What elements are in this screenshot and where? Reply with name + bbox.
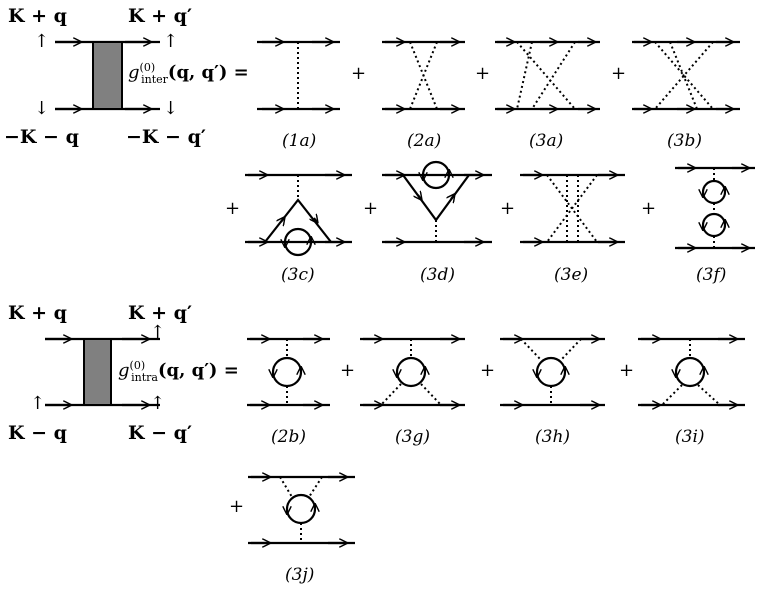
diagram-3j	[248, 477, 355, 543]
g-intra-equation: g(0)intra(q, q′) =	[118, 359, 239, 384]
diagram-3f	[675, 168, 755, 248]
label-k-plus-qprime: K + q′	[128, 302, 192, 324]
intra-vertex-box	[45, 339, 160, 405]
spin-up-arrow: ↑	[150, 322, 166, 343]
spin-up-arrow: ↑	[150, 393, 166, 414]
label-minus-k-minus-qprime: −K − q′	[126, 126, 206, 148]
diagram-3h	[500, 339, 605, 405]
inter-vertex-box	[55, 42, 160, 109]
label-k-minus-q: K − q	[8, 422, 67, 444]
caption-3e: (3e)	[554, 265, 589, 285]
caption-3b: (3b)	[667, 131, 702, 151]
plus-sign: +	[225, 198, 241, 219]
diagram-2b	[247, 339, 330, 405]
plus-sign: +	[619, 360, 635, 381]
plus-sign: +	[641, 198, 657, 219]
spin-up-arrow: ↑	[30, 393, 46, 414]
caption-3j: (3j)	[285, 565, 315, 585]
plus-sign: +	[475, 63, 491, 84]
label-k-minus-qprime: K − q′	[128, 422, 192, 444]
caption-2b: (2b)	[271, 427, 306, 447]
caption-3d: (3d)	[420, 265, 455, 285]
g-inter-equation: g(0)inter(q, q′) =	[128, 61, 249, 86]
diagram-3a	[495, 42, 600, 109]
spin-down-arrow: ↓	[34, 98, 50, 119]
diagram-2a	[382, 42, 465, 109]
plus-sign: +	[229, 496, 245, 517]
caption-1a: (1a)	[282, 131, 317, 151]
plus-sign: +	[340, 360, 356, 381]
caption-3g: (3g)	[395, 427, 430, 447]
diagram-3c	[245, 175, 352, 257]
label-minus-k-minus-q: −K − q	[4, 126, 79, 148]
caption-3c: (3c)	[281, 265, 315, 285]
caption-3i: (3i)	[675, 427, 705, 447]
diagram-3d	[382, 160, 492, 242]
label-k-plus-qprime: K + q′	[128, 5, 192, 27]
caption-2a: (2a)	[407, 131, 442, 151]
caption-3f: (3f)	[696, 265, 727, 285]
caption-3a: (3a)	[529, 131, 564, 151]
plus-sign: +	[351, 63, 367, 84]
diagram-3i	[638, 339, 745, 405]
diagram-3e	[520, 175, 625, 242]
label-k-plus-q: K + q	[8, 5, 67, 27]
diagram-3g	[360, 339, 465, 405]
diagram-1a	[257, 42, 340, 109]
caption-3h: (3h)	[535, 427, 571, 447]
plus-sign: +	[363, 198, 379, 219]
spin-up-arrow: ↑	[163, 31, 179, 52]
spin-down-arrow: ↓	[163, 98, 179, 119]
plus-sign: +	[611, 63, 627, 84]
diagram-3b	[632, 42, 740, 109]
spin-up-arrow: ↑	[34, 31, 50, 52]
label-k-plus-q: K + q	[8, 302, 67, 324]
plus-sign: +	[480, 360, 496, 381]
plus-sign: +	[500, 198, 516, 219]
